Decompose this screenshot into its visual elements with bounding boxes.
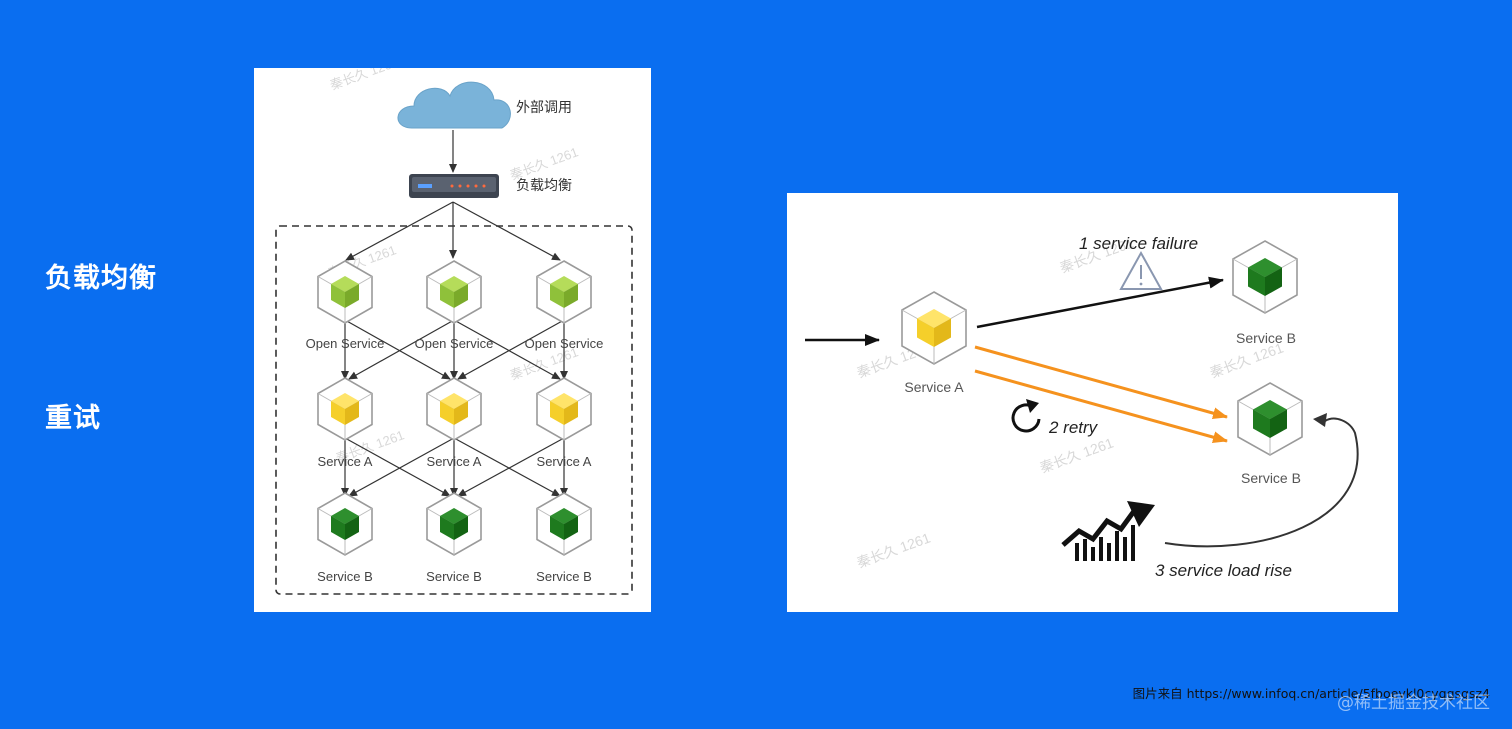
open-service-label: Open Service — [306, 336, 385, 351]
failure-arrow — [976, 276, 1224, 329]
service-b-label: Service B — [426, 569, 482, 584]
retry-diagram: 秦长久 1261 秦长久 1261 秦长久 1261 秦长久 1261 秦长久 … — [787, 193, 1398, 612]
retry-svg: 秦长久 1261 秦长久 1261 秦长久 1261 秦长久 1261 秦长久 … — [805, 234, 1359, 580]
image-source-caption: 图片来自 https://www.infoq.cn/article/5fboev… — [1132, 686, 1490, 701]
load-balancer-icon — [409, 174, 499, 198]
service-b-node-retry-target — [1237, 382, 1303, 456]
side-label-load-balancing: 负载均衡 — [45, 263, 157, 294]
service-b-node-failed — [1232, 240, 1298, 314]
service-b-label: Service B — [536, 569, 592, 584]
service-a-label: Service A — [427, 454, 482, 469]
cube-icon — [440, 393, 468, 425]
cube-icon — [1248, 258, 1282, 296]
load-balancing-diagram: 秦长久 1261 秦长久 1261 秦长久 1261 秦长久 1261 秦长久 … — [254, 68, 651, 612]
service-b-label: Service B — [1241, 470, 1301, 486]
service-a-node — [317, 377, 373, 441]
side-label-retry: 重试 — [45, 403, 101, 434]
load-curve-arrow — [1164, 417, 1359, 548]
open-service-node — [536, 260, 592, 324]
watermark-text: 秦长久 1261 — [855, 529, 933, 570]
watermark-text: 秦长久 1261 — [1038, 434, 1116, 475]
refresh-icon — [1011, 399, 1041, 433]
watermark-text: 秦长久 1261 — [328, 68, 400, 93]
service-a-node — [901, 291, 967, 365]
load-rise-label: 3 service load rise — [1155, 561, 1292, 580]
cube-icon — [550, 276, 578, 308]
service-cluster-box — [275, 225, 633, 595]
service-a-label: Service A — [537, 454, 592, 469]
cloud-label: 外部调用 — [516, 100, 572, 116]
cube-icon — [331, 276, 359, 308]
service-a-label: Service A — [318, 454, 373, 469]
open-service-node — [317, 260, 373, 324]
cube-icon — [440, 508, 468, 540]
retry-label: 2 retry — [1048, 418, 1099, 437]
cube-icon — [440, 276, 468, 308]
cube-icon — [917, 309, 951, 347]
open-service-label: Open Service — [525, 336, 604, 351]
cube-icon — [1253, 400, 1287, 438]
service-a-node — [426, 377, 482, 441]
cube-icon — [331, 393, 359, 425]
retry-arrow — [974, 345, 1228, 420]
cube-icon — [550, 393, 578, 425]
cube-icon — [550, 508, 578, 540]
load-balancing-svg: 秦长久 1261 秦长久 1261 秦长久 1261 秦长久 1261 秦长久 … — [275, 68, 633, 595]
service-b-node — [536, 492, 592, 556]
open-service-label: Open Service — [415, 336, 494, 351]
service-b-node — [426, 492, 482, 556]
open-service-node — [426, 260, 482, 324]
juejin-watermark: @稀土掘金技术社区 — [1337, 693, 1490, 713]
rising-chart-icon — [1061, 501, 1155, 561]
service-b-node — [317, 492, 373, 556]
cube-icon — [331, 508, 359, 540]
service-a-node — [536, 377, 592, 441]
service-a-label: Service A — [904, 379, 964, 395]
service-b-label: Service B — [317, 569, 373, 584]
warning-icon — [1119, 250, 1163, 290]
cloud-icon — [397, 81, 511, 129]
failure-label: 1 service failure — [1079, 234, 1198, 253]
service-b-label: Service B — [1236, 330, 1296, 346]
retry-arrow — [974, 369, 1228, 444]
load-balancer-label: 负载均衡 — [516, 178, 572, 194]
